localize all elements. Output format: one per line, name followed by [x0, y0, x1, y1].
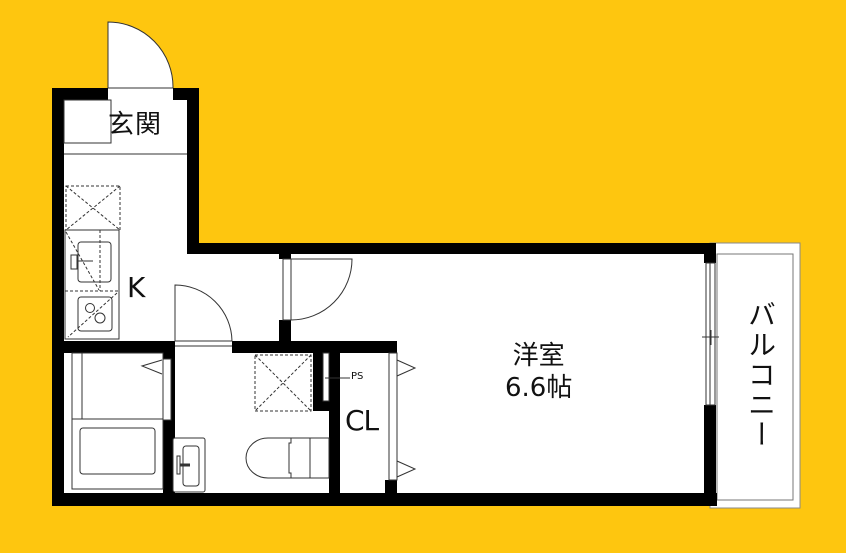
entrance-label: 玄関	[108, 110, 163, 140]
closet-label: CL	[345, 404, 379, 437]
kitchen-sink	[70, 241, 112, 283]
balcony-outline	[716, 253, 794, 501]
walls	[52, 88, 717, 506]
closet-doors[interactable]	[388, 352, 417, 481]
pipe-space	[322, 352, 330, 402]
western-room-label: 洋室 6.6帖	[505, 340, 572, 404]
western-room-size: 6.6帖	[505, 373, 573, 403]
washing-machine-space	[254, 354, 312, 412]
western-room-name: 洋室	[512, 341, 565, 371]
interior-door-room[interactable]	[282, 258, 353, 321]
shoe-cabinet	[63, 99, 112, 144]
balcony-label: バルコニー	[744, 300, 777, 450]
interior-door-bathroom[interactable]	[174, 284, 233, 347]
front-door[interactable]	[107, 21, 174, 89]
stove-icon	[77, 296, 113, 332]
washbasin	[172, 437, 206, 493]
balcony-window[interactable]	[702, 262, 719, 406]
toilet	[245, 437, 330, 479]
pipe-space-label: PS	[351, 371, 364, 382]
kitchen-label: K	[127, 271, 146, 304]
kitchen-counter	[64, 229, 120, 340]
bathtub	[71, 352, 172, 490]
